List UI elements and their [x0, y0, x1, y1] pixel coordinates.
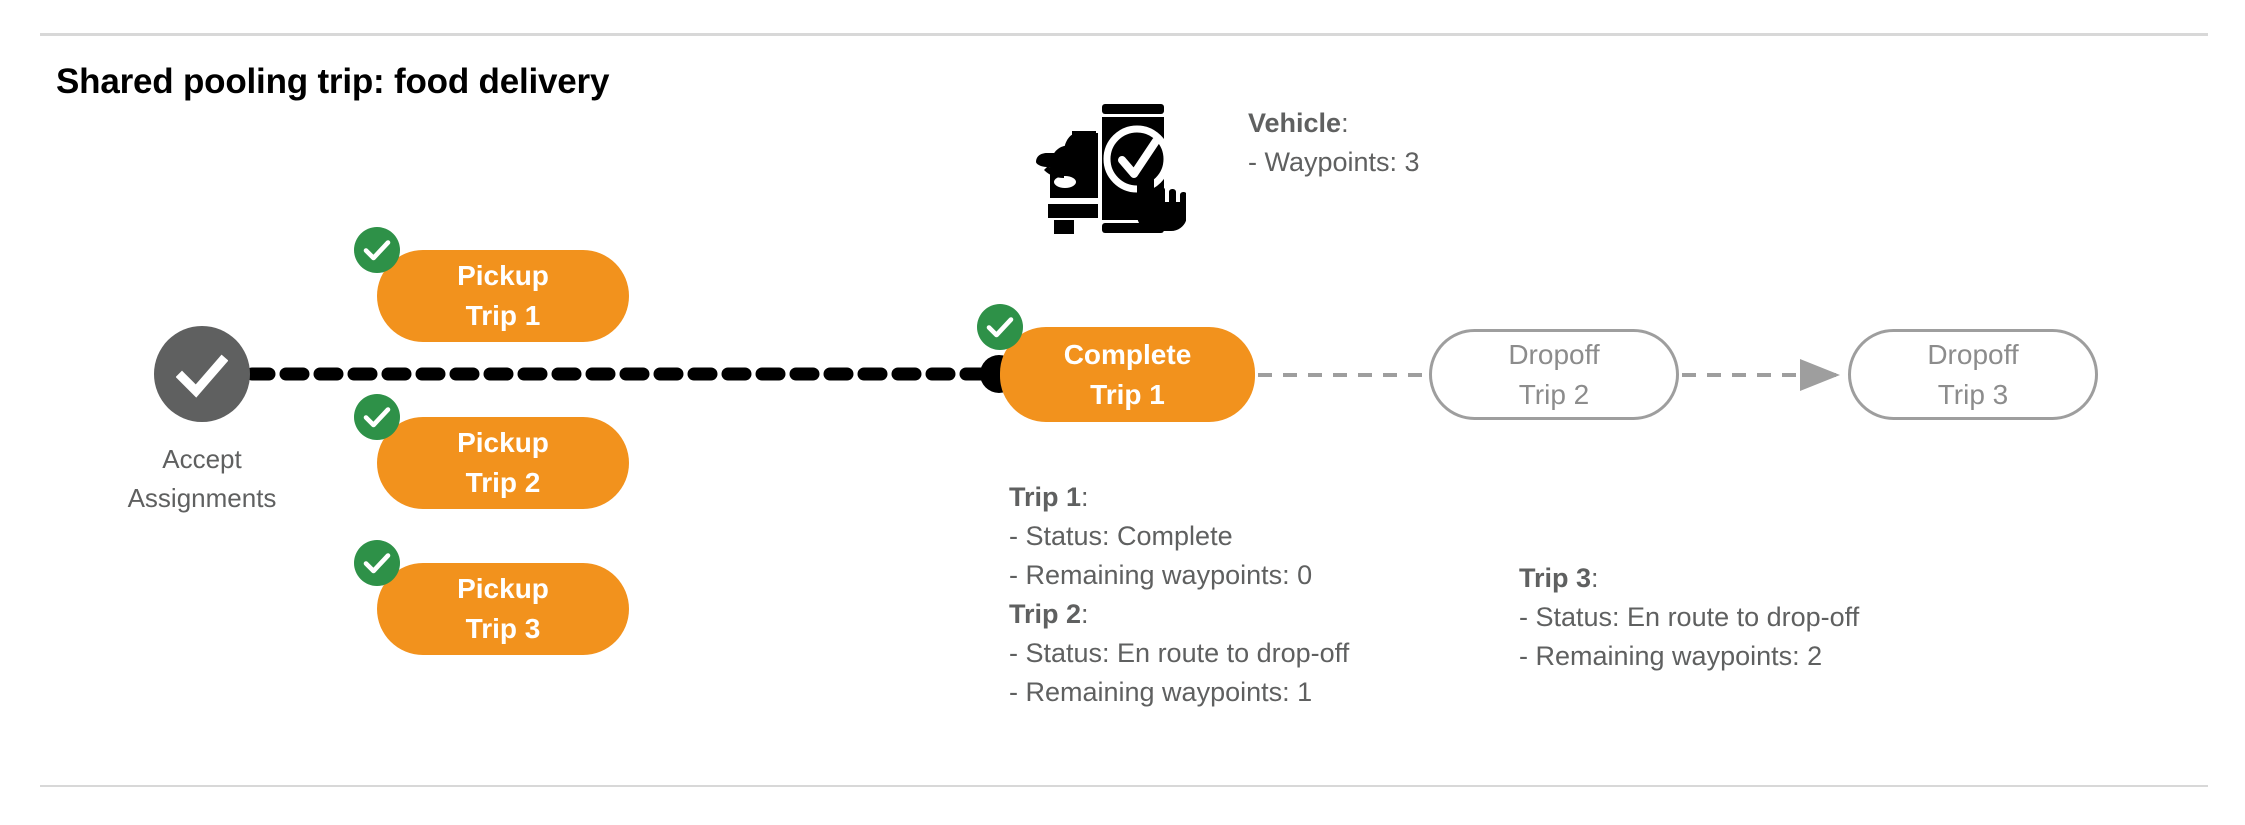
node-dropoff-trip-2-line2: Trip 2 — [1518, 378, 1590, 410]
node-pickup-trip-1[interactable]: Pickup Trip 1 — [354, 227, 629, 342]
bottom-divider — [40, 785, 2208, 787]
node-complete-trip-1[interactable]: Complete Trip 1 — [977, 304, 1255, 422]
trip-details-trip-3: Trip 3: - Status: En route to drop-off -… — [1519, 559, 1859, 676]
node-dropoff-trip-3-line2: Trip 3 — [1937, 378, 2009, 410]
node-pickup-trip-1-line1: Pickup — [457, 260, 549, 291]
trip-2-heading: Trip 2: — [1009, 595, 1349, 634]
node-pickup-trip-2[interactable]: Pickup Trip 2 — [354, 394, 629, 509]
page-title: Shared pooling trip: food delivery — [56, 62, 610, 101]
trip-details-trips-1-and-2: Trip 1: - Status: Complete - Remaining w… — [1009, 478, 1349, 712]
trip-1-waypoints-line: - Remaining waypoints: 0 — [1009, 560, 1313, 590]
node-pickup-trip-3-line2: Trip 3 — [465, 613, 541, 644]
vehicle-heading: Vehicle: — [1248, 104, 1420, 143]
car-phone-check-icon — [1036, 104, 1186, 234]
trip-3-status-line: - Status: En route to drop-off — [1519, 602, 1860, 632]
trip-2-heading-colon: : — [1081, 599, 1089, 629]
node-complete-trip-1-line2: Trip 1 — [1090, 378, 1165, 410]
trip-2-heading-text: Trip 2 — [1009, 599, 1082, 629]
node-accept-assignments[interactable] — [154, 326, 250, 422]
trip-1-heading-colon: : — [1081, 482, 1089, 512]
accept-assignments-circle — [154, 326, 250, 422]
trip-2-waypoints-line: - Remaining waypoints: 1 — [1009, 677, 1313, 707]
node-pickup-trip-3[interactable]: Pickup Trip 3 — [354, 540, 629, 655]
trip-3-heading-colon: : — [1591, 563, 1599, 593]
node-pickup-trip-3-line1: Pickup — [457, 573, 549, 604]
accept-assignments-label-line2: Assignments — [127, 483, 277, 513]
accept-assignments-label-line1: Accept — [162, 444, 242, 474]
top-divider — [40, 33, 2208, 36]
node-dropoff-trip-3[interactable]: Dropoff Trip 3 — [1848, 329, 2098, 420]
check-badge-icon — [354, 540, 400, 586]
vehicle-heading-colon: : — [1341, 108, 1349, 138]
node-dropoff-trip-2-line1: Dropoff — [1508, 338, 1600, 370]
node-pickup-trip-2-line2: Trip 2 — [465, 467, 541, 498]
accept-assignments-label: Accept Assignments — [94, 440, 310, 518]
check-badge-icon — [354, 227, 400, 273]
trip-1-status-line: - Status: Complete — [1009, 521, 1233, 551]
node-dropoff-trip-3-line1: Dropoff — [1927, 338, 2019, 370]
trip-3-heading: Trip 3: — [1519, 559, 1859, 598]
node-pickup-trip-2-line1: Pickup — [457, 427, 549, 458]
trip-3-waypoints-line: - Remaining waypoints: 2 — [1519, 641, 1823, 671]
trip-2-status-line: - Status: En route to drop-off — [1009, 638, 1350, 668]
check-badge-icon — [977, 304, 1023, 350]
check-badge-icon — [354, 394, 400, 440]
check-circle-icon — [176, 354, 228, 398]
vehicle-info-block: Vehicle: - Waypoints: 3 — [1248, 104, 1420, 182]
trip-3-heading-text: Trip 3 — [1519, 563, 1592, 593]
node-complete-trip-1-line1: Complete — [1063, 338, 1192, 370]
node-pickup-trip-1-line2: Trip 1 — [465, 300, 541, 331]
vehicle-waypoints-line: - Waypoints: 3 — [1248, 147, 1420, 177]
trip-1-heading: Trip 1: — [1009, 478, 1349, 517]
vehicle-heading-text: Vehicle — [1248, 108, 1342, 138]
trip-1-heading-text: Trip 1 — [1009, 482, 1082, 512]
node-dropoff-trip-2[interactable]: Dropoff Trip 2 — [1429, 329, 1679, 420]
